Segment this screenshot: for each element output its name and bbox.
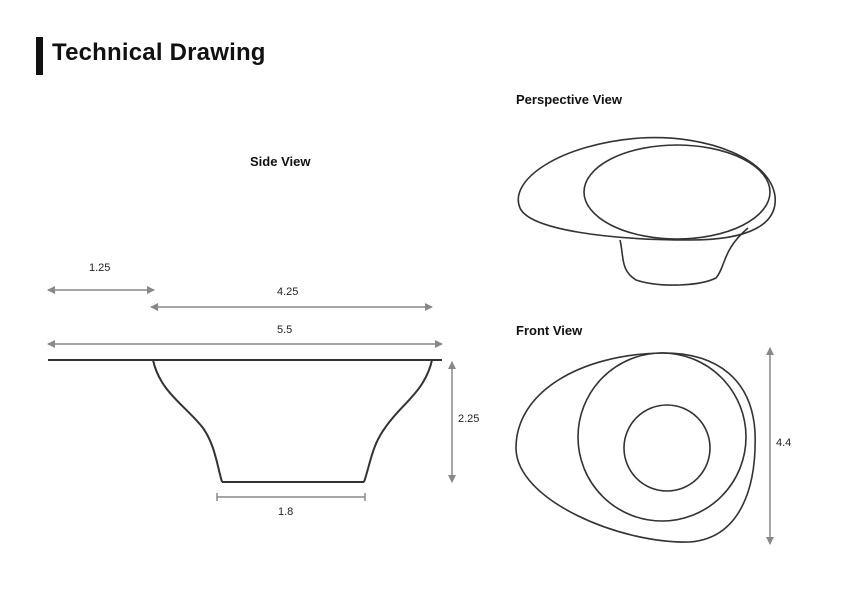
perspective-inner-bowl [583, 144, 771, 240]
title-accent-bar [36, 37, 43, 75]
dimension-label-overall-width: 5.5 [277, 324, 293, 336]
perspective-view-label: Perspective View [516, 92, 622, 107]
dimension-label-base-width: 4.25 [277, 286, 299, 298]
side-view-label: Side View [250, 154, 311, 169]
front-view-label: Front View [516, 323, 583, 338]
front-view-drawing [515, 352, 756, 543]
dimension-label-height: 2.25 [458, 413, 480, 425]
perspective-outer-rim [517, 136, 776, 241]
side-view-left-wall [152, 359, 223, 483]
side-view-drawing [48, 359, 442, 483]
perspective-pedestal [619, 227, 749, 286]
dimension-label-offset: 1.25 [89, 262, 111, 274]
page-title: Technical Drawing [52, 39, 266, 66]
front-inner-bowl [577, 352, 747, 522]
perspective-view-drawing [517, 136, 776, 286]
side-view-dimensions [47, 286, 456, 501]
dimension-label-foot-width: 1.8 [278, 506, 294, 518]
side-view-right-wall [363, 359, 433, 483]
front-base-circle [623, 404, 711, 492]
front-outer-shell [515, 352, 756, 543]
dimension-label-front-height: 4.4 [776, 437, 792, 449]
